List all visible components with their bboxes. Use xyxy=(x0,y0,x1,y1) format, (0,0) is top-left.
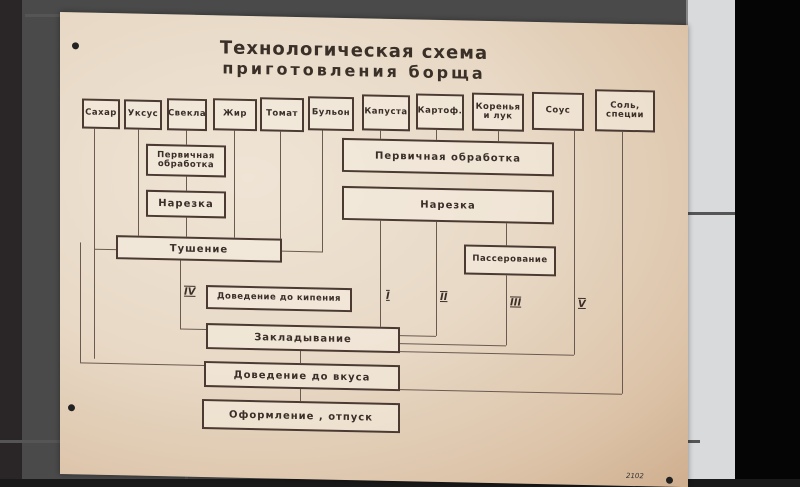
step-veg-cutting: Нарезка xyxy=(342,185,554,225)
connector-broth xyxy=(322,130,323,253)
ingredient-vinegar: Уксус xyxy=(124,99,162,131)
ingredient-sugar: Сахар xyxy=(82,98,120,130)
ingredient-potato: Картоф. xyxy=(416,93,464,131)
connector-fat xyxy=(234,130,235,238)
order-marker-II: II xyxy=(440,291,448,304)
connector xyxy=(400,351,574,356)
order-marker-IV: IV xyxy=(184,286,196,298)
connector xyxy=(94,248,116,251)
connector xyxy=(282,250,322,253)
connector xyxy=(300,389,301,402)
order-marker-V: V xyxy=(578,298,586,311)
connector-sugar xyxy=(94,128,95,359)
step-serve: Оформление , отпуск xyxy=(202,398,400,434)
connector-tomato xyxy=(280,131,281,239)
connector xyxy=(186,176,187,191)
ingredient-fat: Жир xyxy=(213,98,257,132)
step-veg-primary-processing: Первичная обработка xyxy=(342,137,554,177)
ingredient-beet: Свекла xyxy=(167,98,207,132)
connector xyxy=(186,217,187,237)
step-stewing: Тушение xyxy=(116,235,282,263)
connector-beet xyxy=(186,130,187,145)
connector xyxy=(400,343,506,347)
step-beet-primary-processing: Первичная обработка xyxy=(146,143,226,178)
connector xyxy=(300,351,301,364)
ingredient-cabbage: Капуста xyxy=(362,94,410,132)
connector-roots xyxy=(498,131,499,142)
connector-cabbage xyxy=(380,130,381,139)
ingredient-roots-onion: Коренья и лук xyxy=(472,92,524,132)
ingredient-salt-spices: Соль, специи xyxy=(595,89,655,133)
tile-grout xyxy=(686,212,736,215)
connector-II xyxy=(436,221,437,336)
connector-saute-in xyxy=(506,223,507,246)
connector xyxy=(400,335,436,337)
screw xyxy=(666,476,673,484)
step-beet-cutting: Нарезка xyxy=(146,189,226,219)
connector-III xyxy=(506,275,507,346)
step-boil: Доведение до кипения xyxy=(206,285,352,313)
borscht-process-sign: Технологическая схема приготовления борщ… xyxy=(60,12,688,487)
step-sauteing: Пассерование xyxy=(464,244,556,277)
order-marker-I: I xyxy=(386,290,390,302)
connector-I xyxy=(380,220,381,327)
connector-vinegar xyxy=(138,129,139,236)
ingredient-tomato: Томат xyxy=(260,97,304,133)
connector xyxy=(180,328,206,331)
connector-stew-down xyxy=(180,260,181,329)
ingredient-sauce: Соус xyxy=(532,91,584,131)
connector xyxy=(400,389,622,395)
connector xyxy=(80,362,204,367)
connector-salt xyxy=(622,131,623,394)
order-marker-III: III xyxy=(510,297,522,309)
connector-potato xyxy=(436,129,437,140)
ingredient-broth: Бульон xyxy=(308,96,354,132)
tile-column xyxy=(686,0,738,479)
dark-doorway xyxy=(735,0,800,479)
step-adding: Закладывание xyxy=(206,323,400,354)
step-season-to-taste: Доведение до вкуса xyxy=(204,361,400,392)
wall-shadow-left xyxy=(0,0,22,479)
screw xyxy=(68,404,75,412)
connector xyxy=(80,242,81,363)
connector-sauce xyxy=(574,130,575,355)
